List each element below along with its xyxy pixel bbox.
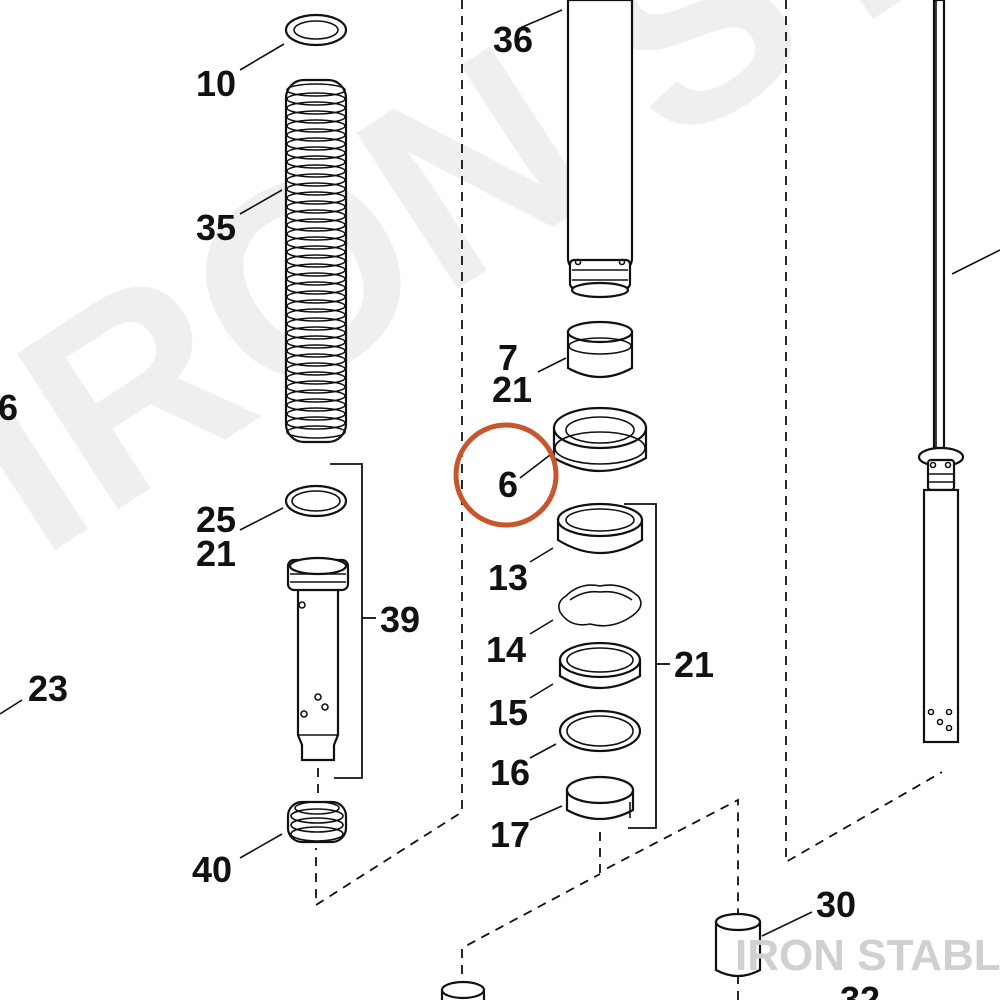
- bottom-cap-part: [714, 912, 762, 978]
- oil-seal-part: [556, 502, 644, 555]
- label-21-bushing: 21: [492, 369, 532, 410]
- alignment-lines: [315, 0, 943, 1000]
- label-6: 6: [498, 464, 518, 505]
- cartridge-rod-part: [917, 0, 1000, 744]
- label-14: 14: [486, 629, 526, 670]
- leader-lines: [0, 9, 813, 937]
- seal-part: [558, 641, 642, 690]
- watermark: IRON STABLE: [0, 0, 1000, 609]
- bushing-part: [566, 320, 634, 378]
- label-32: 32: [840, 979, 880, 1000]
- washer-part: [284, 13, 348, 47]
- label-10: 10: [196, 63, 236, 104]
- part-labels: 36 10 35 6 7 21 6 25 21 39 13 14 21 15 1…: [0, 19, 880, 1000]
- label-36: 36: [493, 19, 533, 60]
- seal-washer-part: [558, 709, 642, 753]
- label-25: 25: [196, 499, 236, 540]
- label-13: 13: [488, 557, 528, 598]
- label-23: 23: [28, 668, 68, 709]
- fork-spring-part: [284, 78, 348, 444]
- brand-logo-text: IRON STABLE: [735, 931, 1000, 980]
- label-39: 39: [380, 599, 420, 640]
- retaining-clip-part: [558, 584, 642, 627]
- label-40: 40: [192, 849, 232, 890]
- rebound-spring-part: [286, 800, 348, 844]
- fork-tube-part: [566, 0, 634, 299]
- label-16: 16: [490, 752, 530, 793]
- label-21-seal-kit: 21: [674, 644, 714, 685]
- clip-ring-part: [284, 484, 348, 518]
- label-7: 7: [498, 337, 518, 378]
- damper-rod-part: [286, 556, 350, 762]
- label-35: 35: [196, 207, 236, 248]
- slider-bushing-part: [565, 775, 635, 820]
- label-30: 30: [816, 884, 856, 925]
- label-17: 17: [490, 814, 530, 855]
- dust-seal-part: [552, 406, 648, 472]
- assembly-brackets: [330, 463, 670, 829]
- label-21-clip: 21: [196, 533, 236, 574]
- drain-plug-part: [440, 980, 486, 1000]
- label-15: 15: [488, 692, 528, 733]
- highlight-circle: [453, 422, 559, 528]
- label-6-left: 6: [0, 387, 18, 428]
